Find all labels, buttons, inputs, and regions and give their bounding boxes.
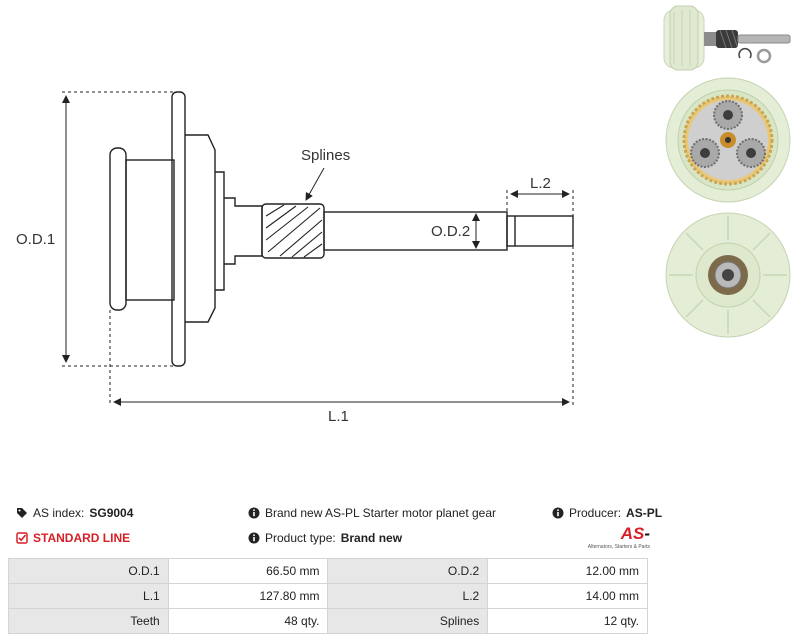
neck bbox=[224, 197, 263, 265]
spec-label: O.D.1 bbox=[8, 558, 169, 584]
part-outline bbox=[109, 91, 574, 367]
gear-underside bbox=[665, 212, 791, 338]
info-icon bbox=[248, 532, 260, 544]
as-pl-logo: AS- Alternators, Starters & Parts bbox=[586, 524, 650, 550]
standard-line-row: STANDARD LINE bbox=[16, 531, 130, 545]
as-index-value: SG9004 bbox=[89, 506, 134, 520]
shaft-tip bbox=[506, 215, 574, 247]
tags-icon bbox=[16, 507, 28, 519]
spec-value: 127.80 mm bbox=[167, 583, 329, 609]
spec-value: 12 qty. bbox=[487, 608, 648, 634]
shaft bbox=[323, 211, 508, 251]
info-icon bbox=[248, 507, 260, 519]
logo-word: AS- bbox=[620, 524, 650, 543]
as-index-label: AS index: bbox=[33, 506, 85, 520]
technical-drawing: O.D.1 O.D.2 L.1 L.2 Splines bbox=[16, 91, 574, 425]
producer-label: Producer: bbox=[569, 506, 622, 520]
planet-gear-bottom-photo bbox=[665, 212, 791, 338]
description-text: Brand new AS-PL Starter motor planet gea… bbox=[265, 506, 497, 520]
flange-disk bbox=[171, 91, 186, 367]
spec-label: L.1 bbox=[8, 583, 169, 609]
spec-label: Teeth bbox=[8, 608, 169, 634]
planet-gears bbox=[690, 100, 766, 168]
as-index-row: AS index: SG9004 bbox=[16, 506, 133, 520]
product-type-row: Product type: Brand new bbox=[248, 531, 402, 545]
shoulder bbox=[215, 171, 225, 291]
spec-value: 48 qty. bbox=[167, 608, 329, 634]
spec-value: 12.00 mm bbox=[487, 558, 648, 584]
washers bbox=[738, 48, 772, 64]
flange-step bbox=[185, 134, 216, 323]
l2-label: L.2 bbox=[530, 175, 551, 192]
od1-label: O.D.1 bbox=[16, 231, 55, 248]
gear-disk bbox=[663, 5, 705, 71]
product-type-value: Brand new bbox=[340, 531, 403, 545]
od2-label: O.D.2 bbox=[431, 223, 470, 240]
producer-row: Producer: AS-PL bbox=[552, 506, 662, 520]
spec-label: O.D.2 bbox=[327, 558, 489, 584]
shaft bbox=[704, 29, 791, 49]
check-square-icon bbox=[16, 532, 28, 544]
gear-shaft-photo bbox=[663, 5, 791, 71]
splines-label: Splines bbox=[301, 147, 350, 164]
spec-label: L.2 bbox=[327, 583, 489, 609]
standard-line-label: STANDARD LINE bbox=[33, 531, 131, 545]
info-icon bbox=[552, 507, 564, 519]
product-type-label: Product type: bbox=[265, 531, 336, 545]
spec-label: Splines bbox=[327, 608, 489, 634]
spline-hatching bbox=[265, 204, 323, 258]
spec-value: 14.00 mm bbox=[487, 583, 648, 609]
logo-tagline: Alternators, Starters & Parts bbox=[587, 544, 650, 550]
spec-value: 66.50 mm bbox=[167, 558, 329, 584]
dimensions bbox=[62, 91, 574, 406]
planet-gear-top-photo bbox=[665, 77, 791, 203]
l1-label: L.1 bbox=[328, 408, 349, 425]
outer-hub bbox=[109, 147, 127, 311]
hub-body bbox=[125, 159, 175, 301]
description-row: Brand new AS-PL Starter motor planet gea… bbox=[248, 506, 496, 520]
producer-value: AS-PL bbox=[626, 506, 663, 520]
